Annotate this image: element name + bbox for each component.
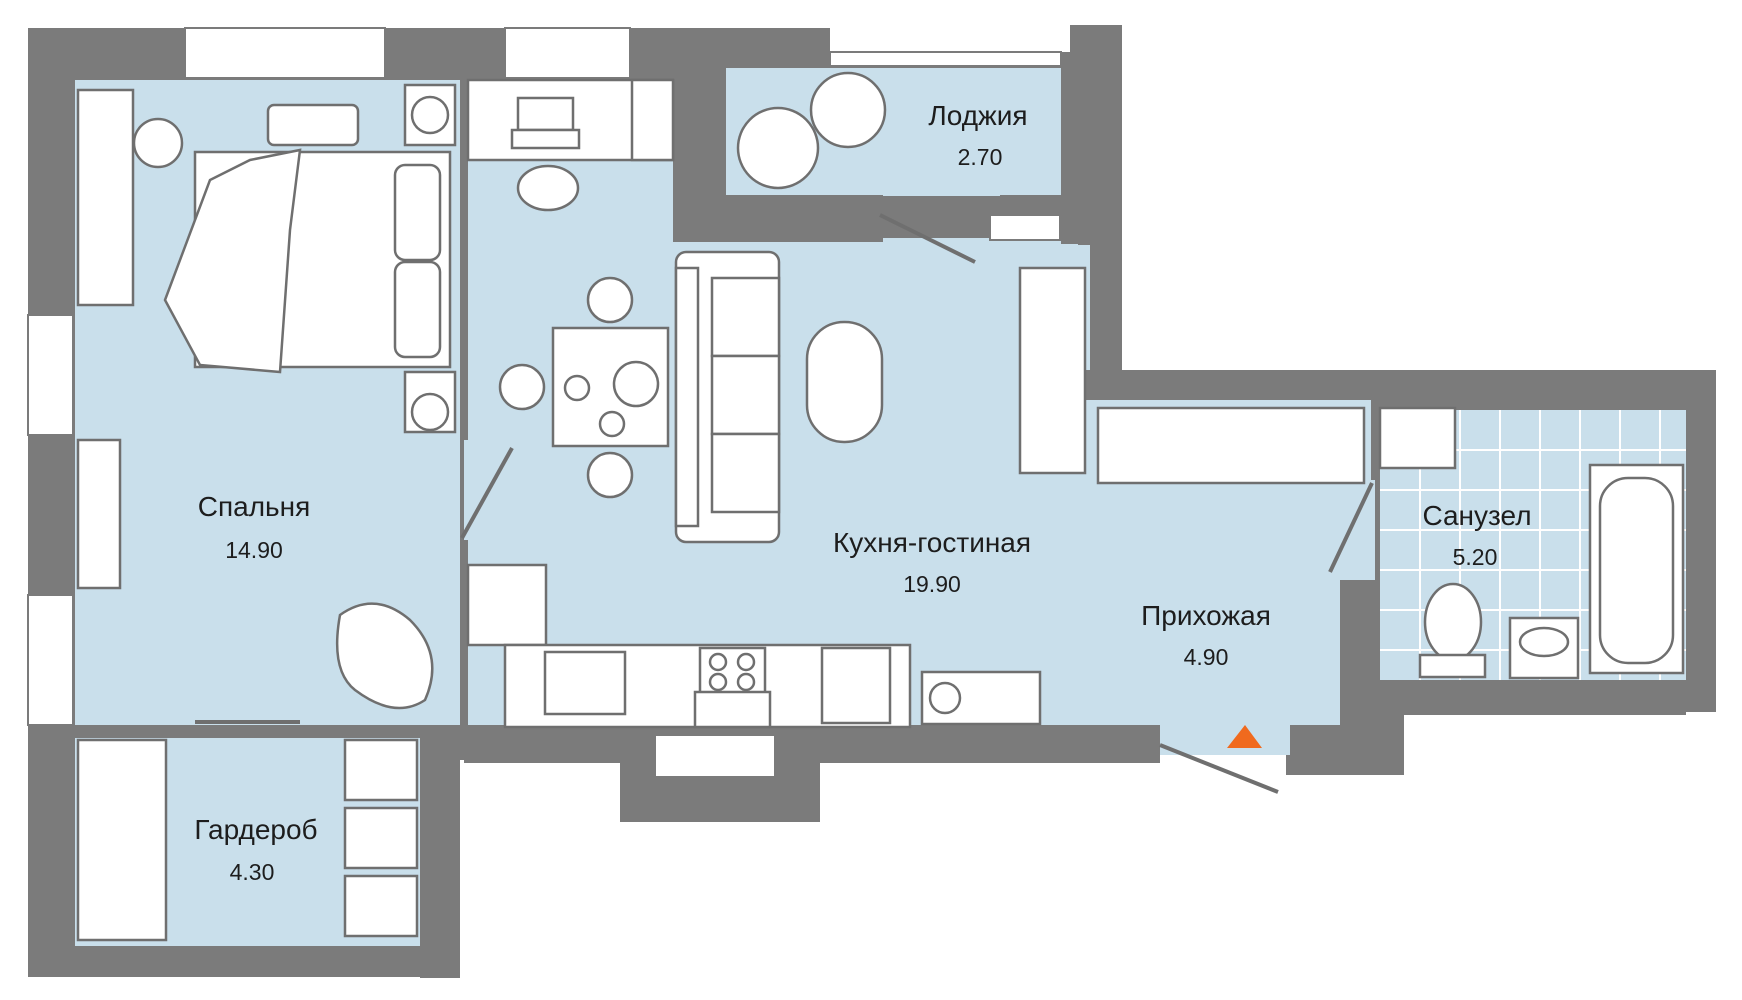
wall-loggia-right: [1061, 52, 1078, 244]
dishwasher: [820, 646, 892, 725]
wall-bed-wardrobe-right: [300, 728, 460, 738]
bedroom-bookshelf: [76, 438, 122, 590]
washing-machine-icon: [920, 670, 1042, 726]
room-name-bedroom: Спальня: [198, 491, 311, 522]
interior-walls: [75, 52, 1686, 978]
door-loggia: [879, 213, 976, 264]
window-bedroom-top: [184, 27, 386, 79]
entrance-gap: [1160, 725, 1290, 755]
washer-bath: [1378, 406, 1457, 470]
wall-bath-bottom: [1380, 680, 1686, 715]
hallway-wardrobe: [1096, 406, 1366, 485]
room-name-hallway: Прихожая: [1141, 600, 1271, 631]
door-bathroom: [1328, 482, 1374, 573]
oven: [693, 690, 772, 729]
window-loggia-side: [989, 214, 1061, 241]
room-area-wardrobe: 4.30: [230, 859, 275, 885]
wall-bed-kitchen-bottom: [460, 540, 468, 728]
wall-hallway-top: [1086, 370, 1094, 400]
window-bedroom-left-2: [27, 594, 74, 726]
dining-chair-bottom: [586, 451, 634, 499]
room-area-loggia: 2.70: [958, 144, 1003, 170]
window-loggia-top: [829, 51, 1062, 67]
window-bedroom-left-1: [27, 314, 74, 436]
window-kitchen-bottom: [654, 734, 776, 778]
plate-2: [612, 360, 660, 408]
room-name-wardrobe: Гардероб: [194, 814, 317, 845]
wardrobe-shelf-3: [343, 874, 419, 938]
coffee-table: [805, 320, 884, 444]
door-swings: [195, 213, 1374, 794]
wall-bath-left-bottom: [1340, 580, 1380, 725]
door-bedroom: [460, 447, 514, 539]
wall-kitchen-bottom-right: [1290, 725, 1380, 747]
wall-bath-left-top: [1372, 405, 1380, 480]
room-name-bathroom: Санузел: [1422, 500, 1531, 531]
room-area-bathroom: 5.20: [1453, 544, 1498, 570]
sink-kitchen: [543, 650, 627, 716]
wardrobe-shelf-2: [343, 806, 419, 870]
tv-stand: [1018, 266, 1087, 475]
bedroom-rug: [266, 103, 360, 147]
room-area-hallway: 4.90: [1184, 644, 1229, 670]
wall-wardrobe-right: [420, 728, 460, 978]
bedroom-dresser: [76, 88, 135, 307]
laptop-icon: [510, 96, 581, 150]
bathtub-icon: [1588, 463, 1685, 675]
sink-icon: [1508, 616, 1580, 680]
bed-icon: [163, 148, 452, 374]
wall-bed-kitchen-top: [460, 80, 468, 440]
room-area-bedroom: 14.90: [225, 537, 283, 563]
loggia-table: [809, 71, 887, 149]
wall-loggia-bottom: [673, 195, 883, 242]
fan-icon-2: [410, 392, 450, 432]
toilet-icon: [1418, 582, 1487, 679]
plate-3: [598, 410, 626, 438]
fridge: [466, 563, 548, 647]
window-kitchen-top: [504, 27, 631, 79]
wardrobe-rail: [76, 738, 168, 942]
wall-bed-wardrobe-left: [75, 728, 195, 738]
entrance-marker-icon: [1227, 725, 1262, 748]
furniture: [76, 71, 1685, 942]
door-entrance: [1159, 743, 1279, 794]
room-area-kitchen-living: 19.90: [903, 571, 961, 597]
dining-chair-left: [498, 363, 546, 411]
wall-loggia-stub: [1000, 195, 1061, 210]
wardrobe-shelf-1: [343, 738, 419, 802]
loggia-chair: [736, 106, 820, 190]
wall-kitchen-bottom-left: [464, 725, 1160, 763]
desk-chair: [516, 164, 580, 212]
windows: [27, 27, 1062, 778]
fan-icon: [410, 95, 450, 135]
desk-shelf: [630, 78, 675, 162]
sofa-icon: [674, 250, 781, 544]
hallway-floor: [1090, 480, 1375, 725]
armchair-icon: [335, 602, 434, 710]
room-labels: Спальня 14.90 Гардероб 4.30 Лоджия 2.70 …: [194, 100, 1531, 885]
stove-icon: [698, 646, 767, 695]
room-name-kitchen-living: Кухня-гостиная: [833, 527, 1031, 558]
plate-1: [563, 374, 591, 402]
dining-chair-top: [586, 276, 634, 324]
room-name-loggia: Лоджия: [928, 100, 1027, 131]
plant-icon: [132, 117, 184, 169]
